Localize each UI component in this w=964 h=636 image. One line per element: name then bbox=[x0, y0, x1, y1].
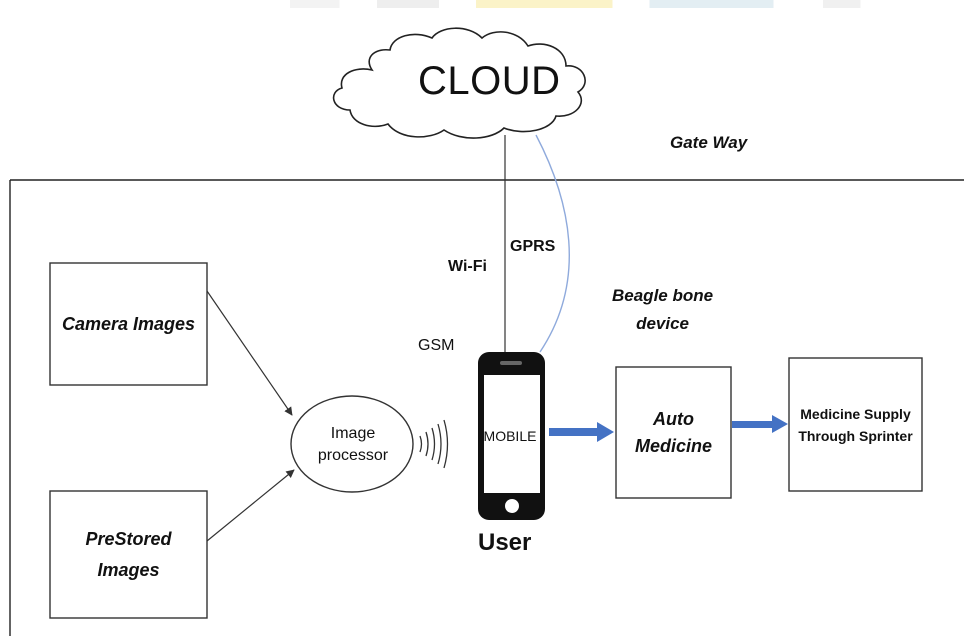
processor-line-2: processor bbox=[317, 447, 389, 464]
user-label: User bbox=[478, 529, 532, 556]
prestored-images-label: PreStored Images bbox=[50, 491, 207, 618]
beagle-bone-label: Beagle bone device bbox=[612, 286, 713, 333]
image-processor-ellipse bbox=[290, 395, 414, 493]
camera-images-box bbox=[49, 262, 208, 386]
supply-line-2: Through Sprinter bbox=[798, 427, 913, 444]
gateway-label: Gate Way bbox=[670, 133, 748, 152]
gsm-label: GSM bbox=[418, 337, 455, 354]
beagle-line-2: device bbox=[636, 313, 690, 333]
camera-to-processor-arrow bbox=[206, 290, 293, 416]
prestored-line-1: PreStored bbox=[85, 528, 172, 549]
cloud-label: CLOUD bbox=[418, 59, 561, 103]
auto-to-supply-arrow bbox=[732, 415, 788, 433]
gprs-link-curve bbox=[535, 134, 570, 353]
prestored-to-processor-arrow bbox=[206, 469, 295, 542]
supply-line-1: Medicine Supply bbox=[800, 405, 911, 422]
auto-medicine-label: Auto Medicine bbox=[616, 367, 731, 498]
prestored-line-2: Images bbox=[97, 559, 160, 580]
auto-line-1: Auto bbox=[653, 408, 694, 429]
mobile-screen-label: MOBILE bbox=[483, 428, 537, 444]
beagle-line-1: Beagle bone bbox=[612, 286, 714, 305]
medicine-supply-box bbox=[788, 357, 923, 492]
signal-waves-icon bbox=[419, 419, 449, 469]
camera-images-label: Camera Images bbox=[61, 313, 196, 334]
gprs-label: GPRS bbox=[510, 238, 556, 255]
mobile-phone-icon bbox=[478, 352, 545, 520]
image-processor-label: Image processor bbox=[293, 400, 413, 490]
auto-line-2: Medicine bbox=[634, 435, 713, 456]
wifi-label: Wi-Fi bbox=[448, 258, 487, 275]
medicine-supply-label: Medicine Supply Through Sprinter bbox=[789, 358, 922, 491]
auto-medicine-box bbox=[615, 366, 732, 499]
cloud-icon bbox=[332, 27, 586, 139]
processor-line-1: Image bbox=[330, 425, 376, 442]
mobile-to-auto-arrow bbox=[549, 422, 614, 442]
top-edge-fragment bbox=[290, 0, 910, 8]
prestored-images-box bbox=[49, 490, 208, 619]
